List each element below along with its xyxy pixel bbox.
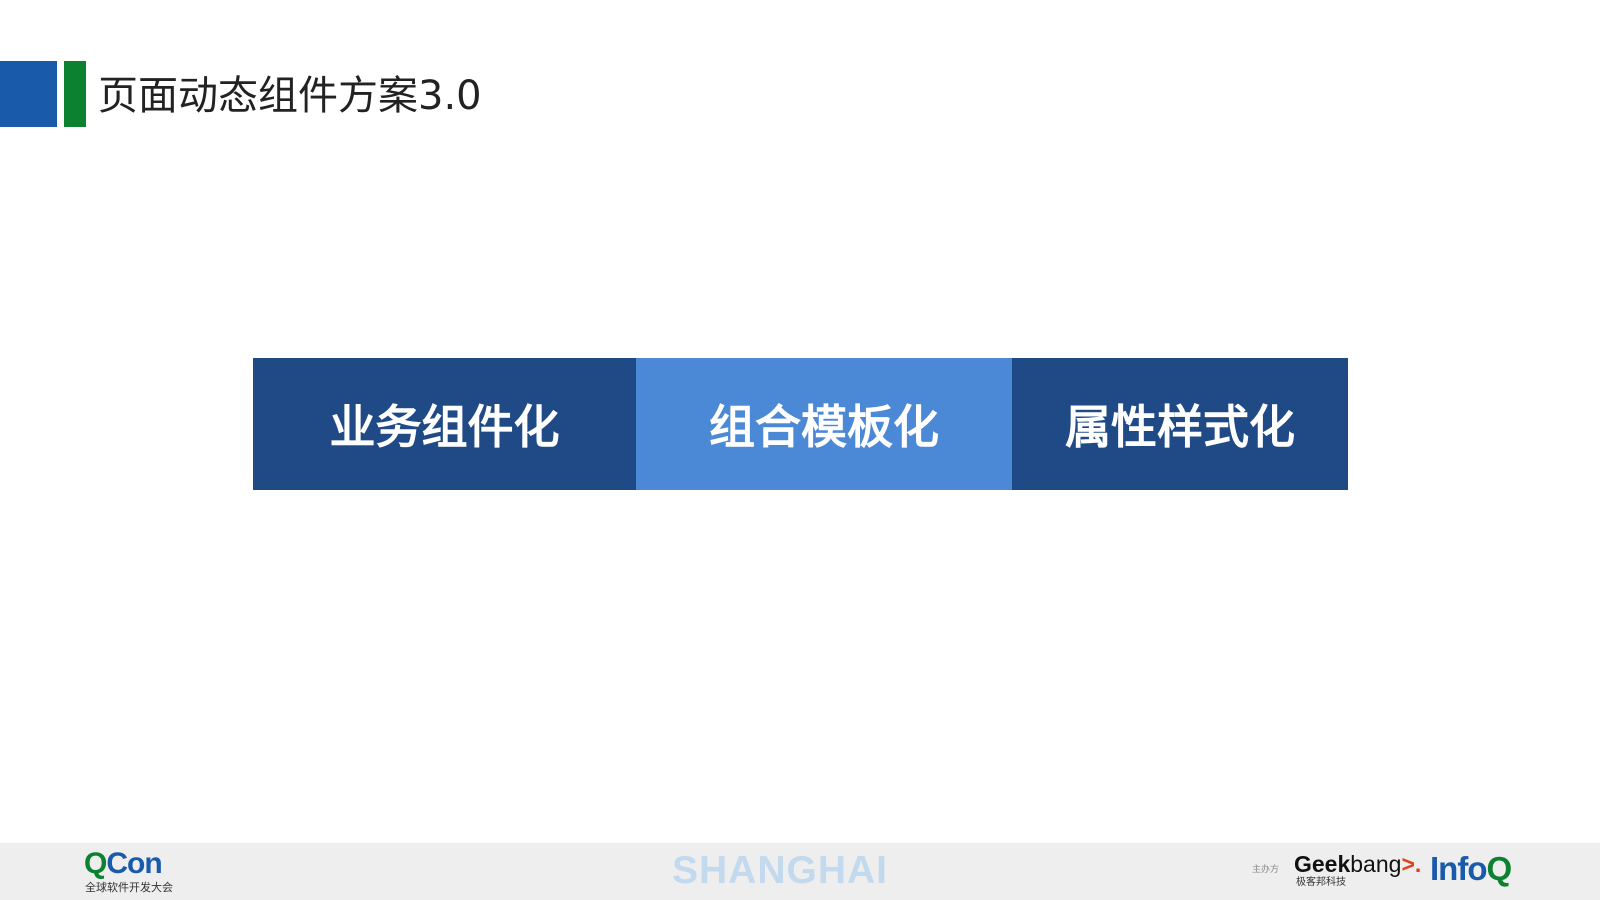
infoq-logo: InfoQ xyxy=(1430,849,1512,889)
geekbang-bang: bang xyxy=(1350,851,1402,877)
geekbang-geek: Geek xyxy=(1294,851,1351,877)
geekbang-logo: Geekbang>. 极客邦科技 xyxy=(1294,851,1424,895)
infoq-q-letter: Q xyxy=(1486,850,1512,887)
qcon-logo: QCon 全球软件开发大会 xyxy=(84,847,194,897)
geekbang-wordmark: Geekbang>. xyxy=(1294,851,1421,877)
footer-bar: QCon 全球软件开发大会 SHANGHAI 主办方 Geekbang>. 极客… xyxy=(0,843,1600,900)
banner-block-property-styles: 属性样式化 xyxy=(1012,358,1348,490)
qcon-q-letter: Q xyxy=(84,847,107,880)
qcon-con-letters: Con xyxy=(106,847,162,880)
slide-title: 页面动态组件方案3.0 xyxy=(98,73,482,119)
qcon-subtitle: 全球软件开发大会 xyxy=(85,881,173,894)
three-part-banner: 业务组件化 组合模板化 属性样式化 xyxy=(253,358,1348,490)
city-label: SHANGHAI xyxy=(672,849,889,892)
title-accent-blue-bar xyxy=(0,61,57,127)
title-accent-green-bar xyxy=(64,61,86,127)
geekbang-arrow-icon: >. xyxy=(1401,851,1422,877)
banner-block-composite-templates: 组合模板化 xyxy=(636,358,1012,490)
host-label: 主办方 xyxy=(1252,865,1280,875)
banner-block-business-components: 业务组件化 xyxy=(253,358,636,490)
qcon-wordmark: QCon xyxy=(84,847,163,881)
infoq-info: Info xyxy=(1430,850,1487,887)
geekbang-subtitle: 极客邦科技 xyxy=(1296,877,1346,888)
